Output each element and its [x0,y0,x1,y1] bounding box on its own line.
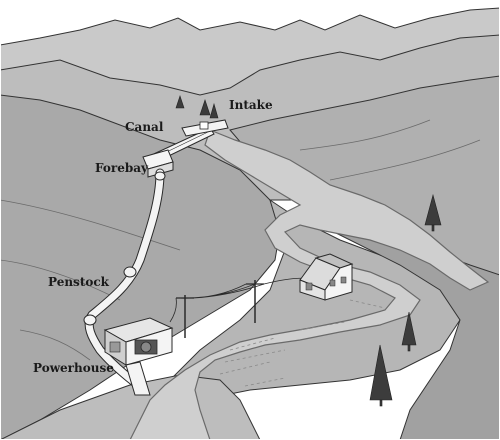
penstock-pipe [83,168,166,390]
trees [175,95,442,407]
power-line [169,277,313,338]
intake-structure [181,119,229,137]
house [299,253,354,301]
tailrace [125,361,151,396]
label-penstock: Penstock [48,275,109,289]
powerhouse-building [103,317,174,366]
label-powerhouse: Powerhouse [33,361,114,375]
label-canal: Canal [125,120,164,134]
label-forebay: Forebay [95,161,148,175]
terrain-contours [0,119,481,361]
label-intake: Intake [229,98,273,112]
river-ripples [219,299,386,387]
